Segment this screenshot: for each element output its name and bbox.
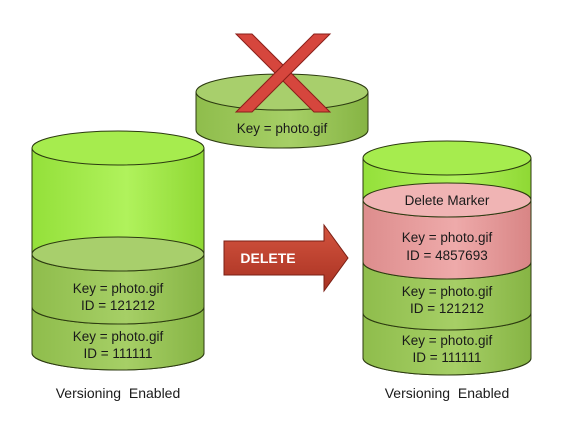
- deleted-object: Key = photo.gif: [195, 33, 369, 149]
- right-version-1-key: Key = photo.gif: [402, 284, 493, 299]
- left-version-1-key: Key = photo.gif: [73, 281, 164, 296]
- delete-marker-key: Key = photo.gif: [402, 230, 493, 245]
- right-arrow-icon: [223, 223, 349, 293]
- left-bucket-rim: [31, 130, 205, 166]
- right-bucket-rim: [362, 140, 532, 176]
- right-bucket-caption: Versioning Enabled: [385, 385, 510, 401]
- right-version-1-id: ID = 121212: [410, 301, 484, 316]
- delete-marker-id: ID = 4857693: [406, 248, 487, 263]
- left-bucket: Key = photo.gif ID = 121212 Key = photo.…: [31, 130, 205, 401]
- left-version-2-id: ID = 111111: [84, 346, 153, 361]
- right-bucket: Delete Marker Key = photo.gif ID = 48576…: [362, 140, 532, 401]
- left-version-2-key: Key = photo.gif: [73, 329, 164, 344]
- left-bucket-caption: Versioning Enabled: [56, 385, 181, 401]
- delete-arrow: DELETE: [223, 223, 349, 293]
- delete-arrow-label: DELETE: [240, 250, 295, 266]
- right-version-2-id: ID = 111111: [413, 350, 482, 365]
- delete-marker-top: [362, 182, 532, 218]
- delete-x-icon: [234, 33, 332, 113]
- right-version-2-key: Key = photo.gif: [402, 333, 493, 348]
- deleted-object-key: Key = photo.gif: [237, 121, 328, 136]
- delete-marker-title: Delete Marker: [405, 193, 490, 208]
- left-version-1-id: ID = 121212: [81, 298, 155, 313]
- left-version-top: [31, 236, 205, 272]
